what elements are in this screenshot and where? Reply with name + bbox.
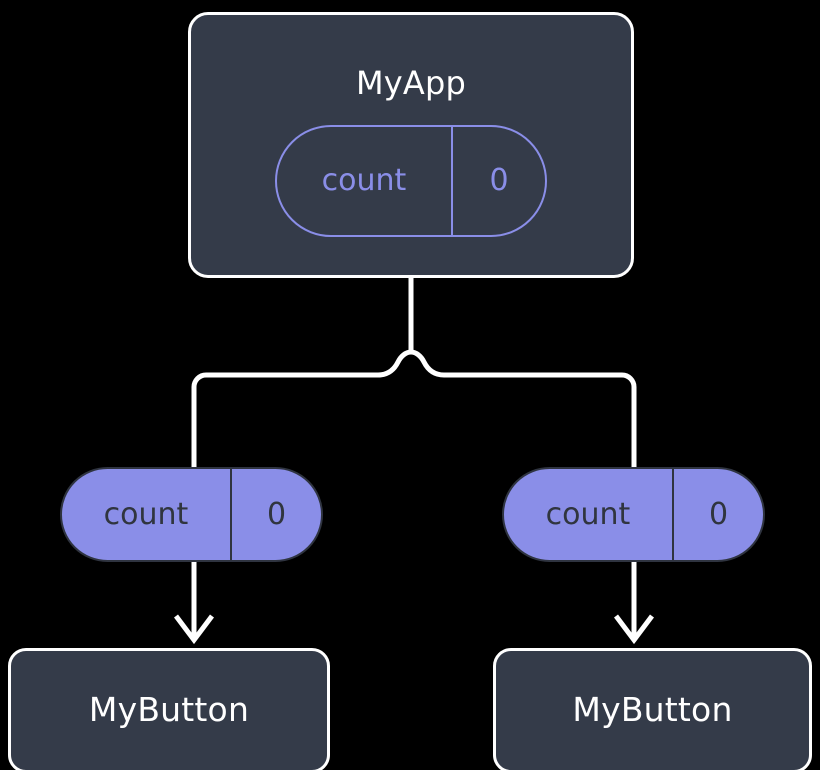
- child-component-title-left: MyButton: [88, 690, 250, 729]
- page-title: MyApp: [355, 64, 467, 102]
- prop-pill-left-key: count: [62, 469, 232, 560]
- wire-branch-to-prop-right: [410, 349, 637, 470]
- state-pill-root-key: count: [277, 127, 453, 235]
- child-component-card-right[interactable]: MyButton: [493, 648, 812, 770]
- arrowhead-right: [614, 614, 654, 645]
- wire-branch-to-prop-left: [191, 349, 412, 470]
- prop-pill-right-key: count: [504, 469, 674, 560]
- prop-pill-left[interactable]: count 0: [60, 467, 323, 562]
- child-component-card-left[interactable]: MyButton: [8, 648, 330, 770]
- child-component-title-right: MyButton: [572, 690, 733, 729]
- prop-pill-left-value: 0: [266, 496, 287, 532]
- arrowhead-left: [174, 614, 214, 645]
- state-pill-root[interactable]: count 0: [275, 125, 547, 237]
- prop-pill-right-value: 0: [708, 496, 729, 532]
- state-pill-root-value: 0: [489, 163, 509, 198]
- prop-pill-right[interactable]: count 0: [502, 467, 765, 562]
